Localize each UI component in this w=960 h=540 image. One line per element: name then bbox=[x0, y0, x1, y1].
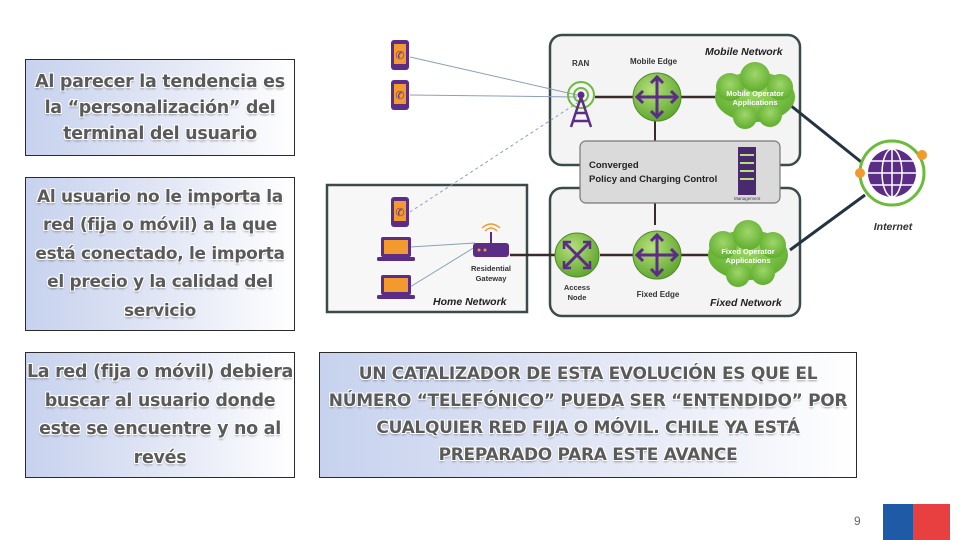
pcc-box bbox=[579, 140, 781, 204]
callout-number-catalyst: UN CATALIZADOR DE ESTA EVOLUCIÓN ES QUE … bbox=[319, 352, 857, 478]
svg-text:✆: ✆ bbox=[395, 207, 404, 219]
network-diagram: Converged Policy and Charging Control Ma… bbox=[325, 33, 927, 318]
mobile-apps-label-1: Mobile Operator bbox=[726, 89, 784, 98]
page-number: 9 bbox=[854, 514, 861, 528]
laptop-icon bbox=[377, 275, 415, 299]
flag-blue-stripe bbox=[883, 504, 913, 540]
fixed-edge-router-icon bbox=[632, 230, 682, 280]
fixed-apps-label-2: Applications bbox=[725, 256, 770, 265]
ran-tower-icon bbox=[567, 81, 595, 128]
fixed-edge-label: Fixed Edge bbox=[637, 290, 680, 299]
svg-text:✆: ✆ bbox=[395, 50, 404, 62]
management-label: Management bbox=[734, 196, 761, 201]
gateway-label-1: Residential bbox=[471, 264, 511, 273]
pcc-label-1: Converged bbox=[589, 160, 639, 171]
mobile-phone-icon: ✆ bbox=[391, 40, 409, 70]
management-server-icon bbox=[738, 147, 756, 195]
access-node-label-1: Access bbox=[564, 283, 590, 292]
home-network-label: Home Network bbox=[433, 296, 508, 308]
internet-label: Internet bbox=[874, 221, 913, 233]
access-node-icon bbox=[554, 232, 600, 278]
flag-red-stripe bbox=[913, 504, 950, 540]
callout-personalization: Al parecer la tendencia es la “personali… bbox=[25, 59, 295, 156]
fixed-operator-apps-cloud bbox=[708, 220, 788, 287]
gateway-label-2: Gateway bbox=[476, 274, 508, 283]
internet-globe-icon bbox=[855, 139, 927, 207]
fixed-network-label: Fixed Network bbox=[710, 297, 783, 309]
fixed-apps-label-1: Fixed Operator bbox=[721, 247, 774, 256]
residential-gateway-icon bbox=[473, 223, 509, 257]
callout-user-network: Al usuario no le importa la red (fija o … bbox=[25, 177, 295, 331]
flag-white-stripe bbox=[878, 504, 883, 540]
laptop-icon bbox=[377, 237, 415, 261]
svg-text:✆: ✆ bbox=[395, 90, 404, 102]
mobile-apps-label-2: Applications bbox=[732, 98, 777, 107]
mobile-network-label: Mobile Network bbox=[705, 46, 784, 58]
access-node-label-2: Node bbox=[568, 293, 587, 302]
mobile-edge-label: Mobile Edge bbox=[630, 57, 678, 66]
ran-label: RAN bbox=[572, 59, 590, 68]
mobile-phone-icon: ✆ bbox=[391, 197, 409, 227]
mobile-edge-router-icon bbox=[632, 72, 682, 122]
callout-network-finds-user: La red (fija o móvil) debiera buscar al … bbox=[25, 352, 295, 478]
pcc-label-2: Policy and Charging Control bbox=[589, 174, 717, 185]
mobile-phone-icon: ✆ bbox=[391, 80, 409, 110]
mobile-operator-apps-cloud bbox=[715, 62, 795, 129]
